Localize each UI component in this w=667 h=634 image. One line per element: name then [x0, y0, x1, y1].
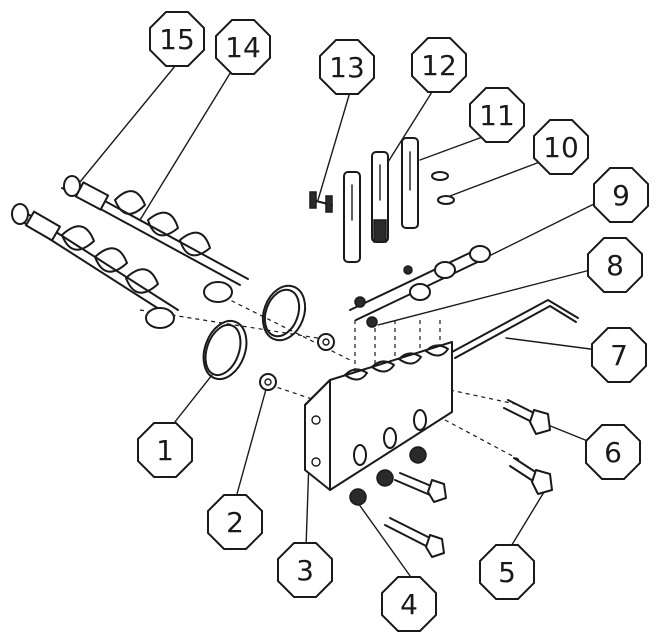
callout-7: 7	[591, 327, 647, 383]
svg-text:3: 3	[296, 554, 314, 587]
svg-text:4: 4	[400, 588, 418, 621]
svg-text:12: 12	[421, 49, 457, 82]
callout-3: 3	[277, 542, 333, 598]
callout-1: 1	[137, 422, 193, 478]
svg-text:10: 10	[543, 131, 579, 164]
svg-text:1: 1	[156, 434, 174, 467]
callout-11: 11	[469, 87, 525, 143]
svg-text:2: 2	[226, 506, 244, 539]
callouts: 1 2 3 4 5 6 7 8	[137, 11, 649, 632]
svg-text:6: 6	[604, 436, 622, 469]
svg-text:8: 8	[606, 249, 624, 282]
knob-screws	[349, 446, 447, 558]
callout-4: 4	[381, 576, 437, 632]
callout-10: 10	[533, 119, 589, 175]
callout-6: 6	[585, 424, 641, 480]
vertical-shafts	[309, 137, 455, 263]
callout-14: 14	[215, 19, 271, 75]
svg-text:9: 9	[612, 179, 630, 212]
o-rings	[202, 284, 307, 381]
callout-15: 15	[149, 11, 205, 67]
callout-8: 8	[587, 237, 643, 293]
callout-5: 5	[479, 544, 535, 600]
svg-text:11: 11	[479, 99, 515, 132]
hex-key	[451, 299, 579, 359]
housing-block	[304, 341, 453, 491]
callout-12: 12	[411, 37, 467, 93]
cross-pins	[349, 245, 491, 328]
auger-shafts	[11, 175, 249, 329]
svg-text:15: 15	[159, 23, 195, 56]
svg-text:13: 13	[329, 51, 365, 84]
callout-13: 13	[319, 39, 375, 95]
svg-text:7: 7	[610, 339, 628, 372]
svg-text:5: 5	[498, 556, 516, 589]
small-nuts	[259, 333, 335, 391]
svg-text:14: 14	[225, 31, 261, 64]
callout-9: 9	[593, 167, 649, 223]
callout-2: 2	[207, 494, 263, 550]
side-screws	[503, 399, 553, 495]
